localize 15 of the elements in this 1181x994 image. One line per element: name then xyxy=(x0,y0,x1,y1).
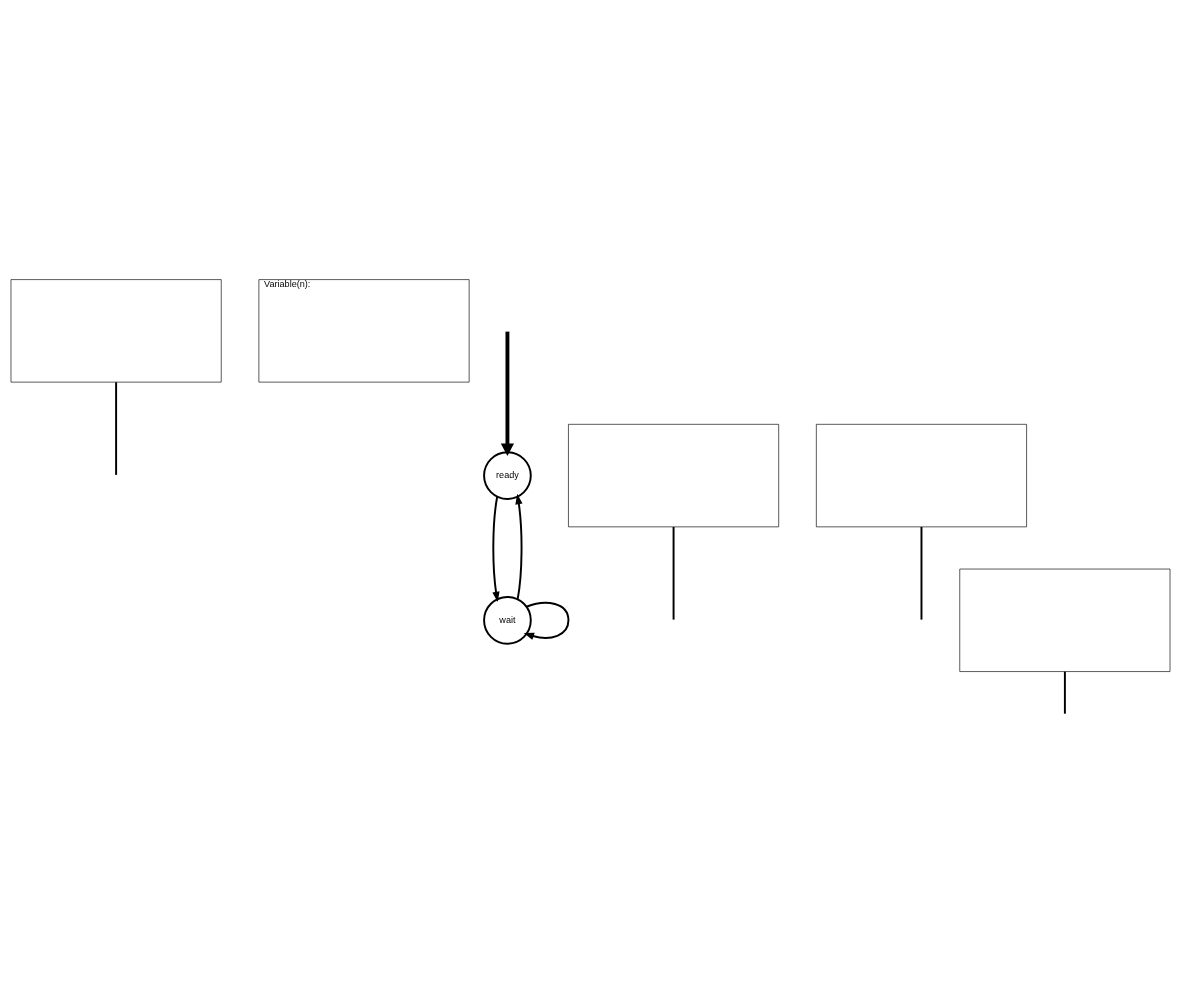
node-box xyxy=(816,424,1027,528)
arrow xyxy=(523,601,570,640)
connector xyxy=(920,526,923,621)
node-box: Variable(n): xyxy=(258,279,470,383)
arrow xyxy=(492,495,500,603)
connector xyxy=(1063,670,1066,715)
node-box xyxy=(568,424,780,528)
arrow xyxy=(515,493,523,601)
node-box xyxy=(10,279,222,383)
node-box xyxy=(959,568,1171,672)
connector xyxy=(672,526,675,621)
connector xyxy=(115,381,118,476)
node-circle: ready xyxy=(483,451,532,500)
node-circle: wait xyxy=(483,595,532,645)
arrow xyxy=(500,331,515,457)
